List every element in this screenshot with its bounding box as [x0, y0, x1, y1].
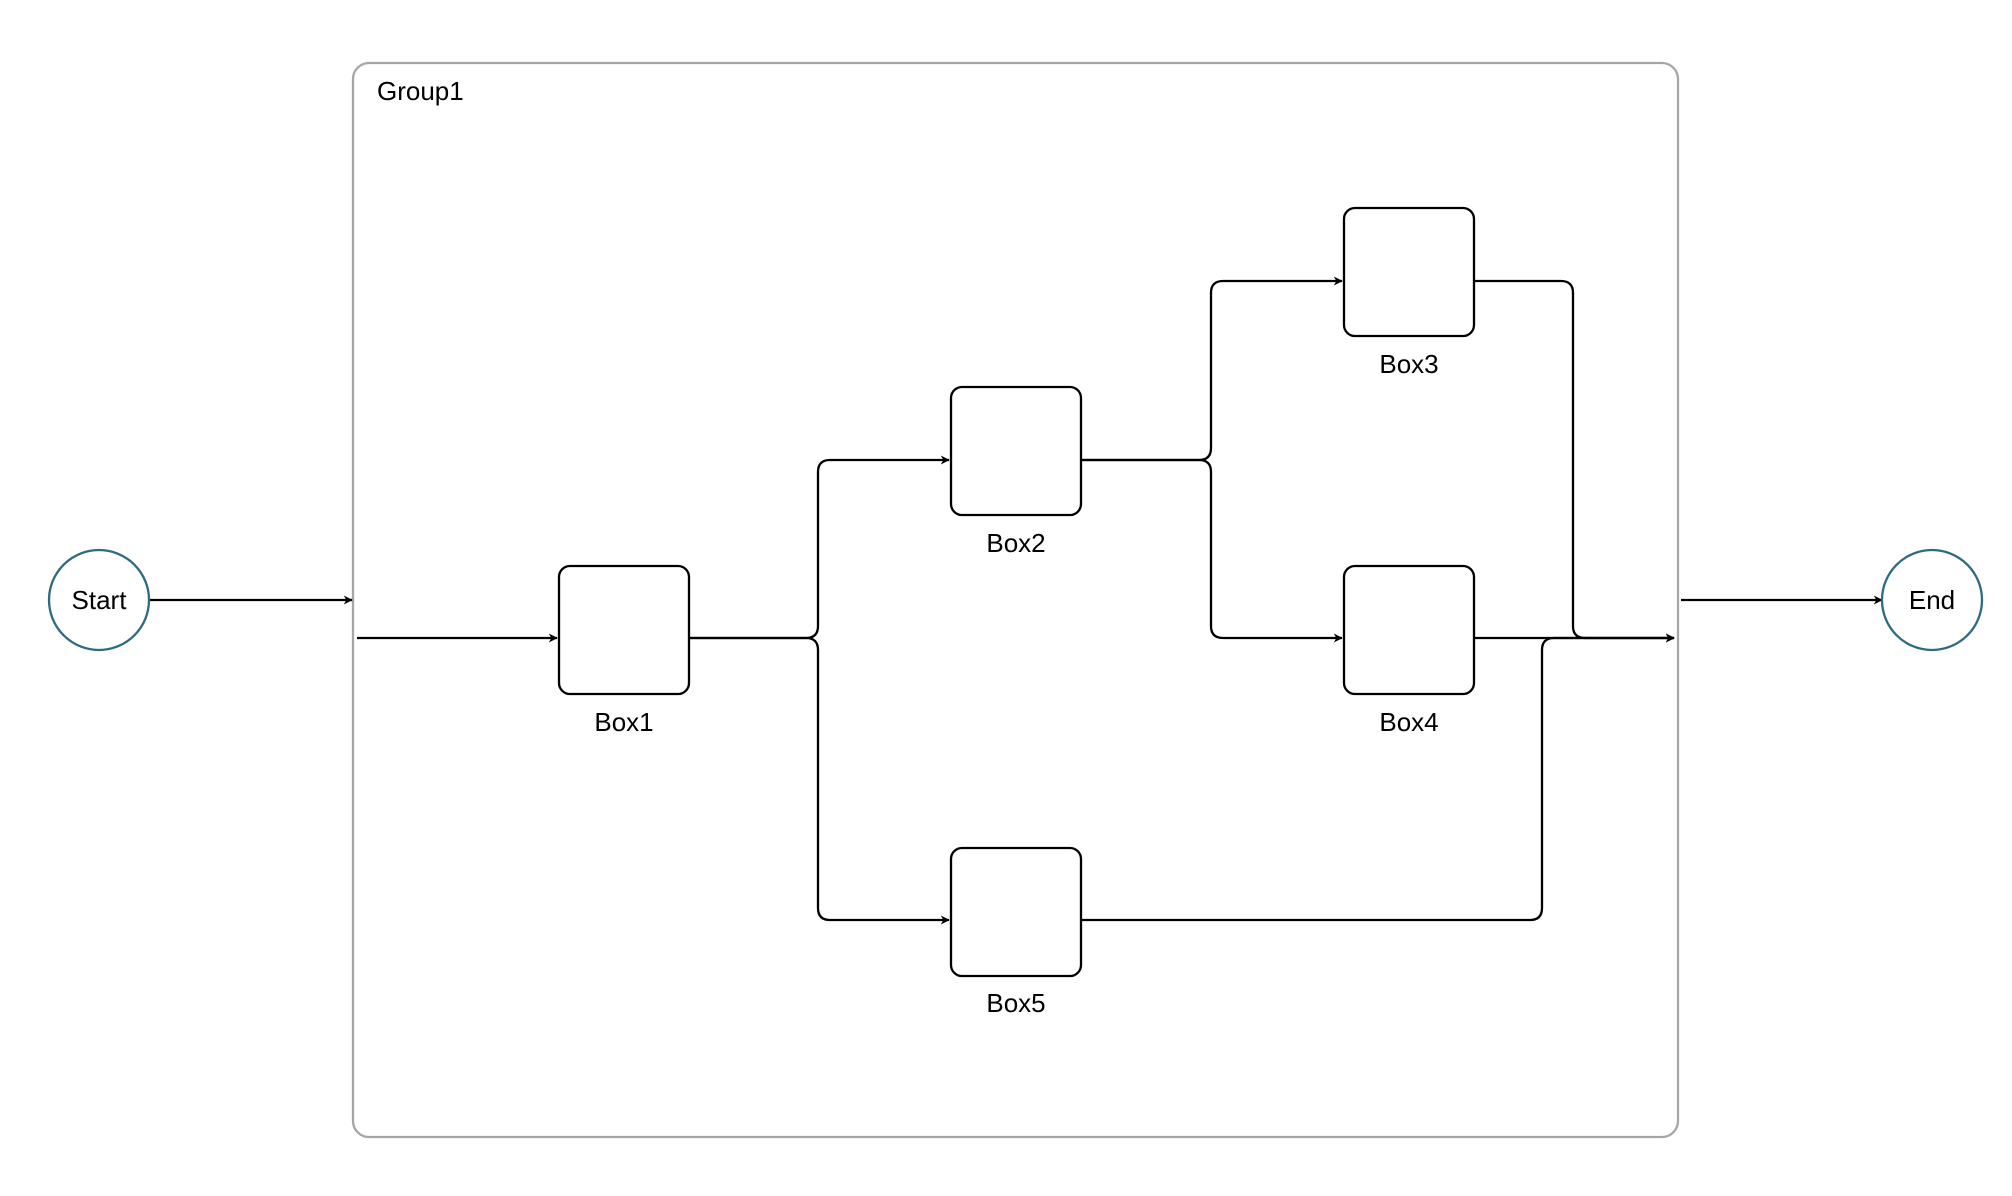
edge-box5-to-group[interactable] [1081, 633, 1675, 922]
edge-box1-to-box2[interactable] [689, 455, 950, 640]
start-circle [47, 548, 151, 652]
end-circle [1880, 548, 1984, 652]
box3-node[interactable]: Box3 [1342, 206, 1476, 379]
box4-shape [1342, 564, 1476, 696]
group-label: Group1 [377, 76, 464, 106]
box5-node[interactable]: Box5 [949, 846, 1083, 1018]
start-label: Start [72, 585, 128, 615]
box3-shape [1342, 206, 1476, 338]
box1-node[interactable]: Box1 [557, 564, 691, 737]
start-node[interactable]: Start [47, 548, 151, 652]
edge-box1-to-box5[interactable] [689, 636, 950, 925]
end-node[interactable]: End [1880, 548, 1984, 652]
box2-shape [949, 385, 1083, 517]
edges [150, 276, 1883, 925]
box4-node[interactable]: Box4 [1342, 564, 1476, 737]
edge-box2-to-box4[interactable] [1081, 458, 1343, 643]
box5-label: Box5 [986, 988, 1045, 1018]
end-label: End [1909, 585, 1955, 615]
edge-box2-to-box3[interactable] [1081, 276, 1343, 462]
box1-label: Box1 [594, 707, 653, 737]
box3-label: Box3 [1379, 349, 1438, 379]
box4-label: Box4 [1379, 707, 1438, 737]
box5-shape [949, 846, 1083, 978]
box1-shape [557, 564, 691, 696]
box2-label: Box2 [986, 528, 1045, 558]
box2-node[interactable]: Box2 [949, 385, 1083, 558]
